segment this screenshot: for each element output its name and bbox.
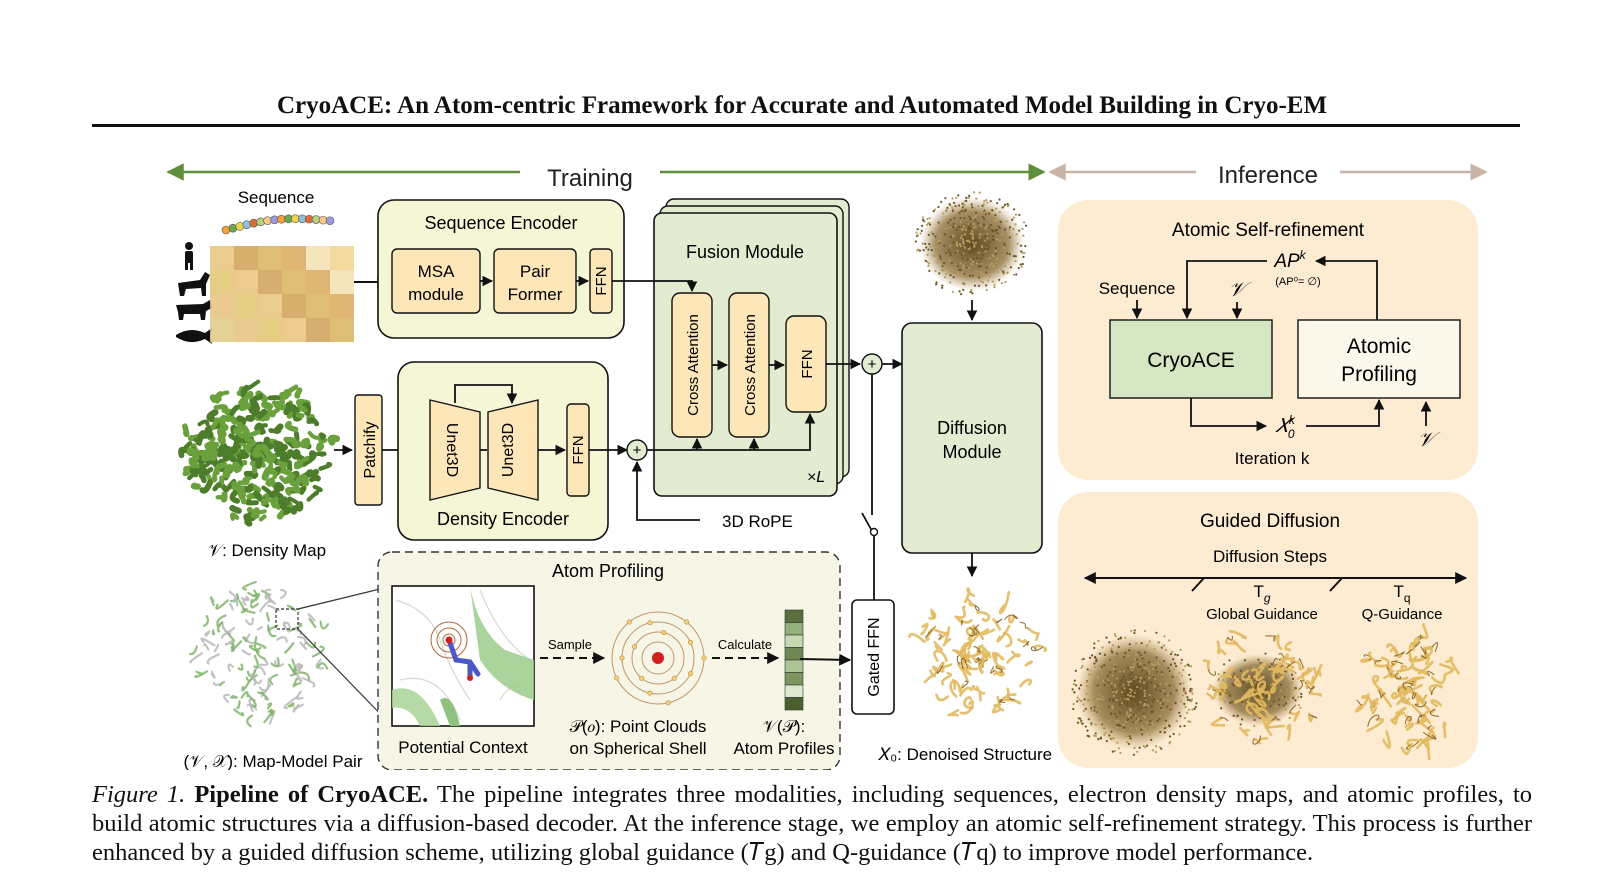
seq-ffn-label: FFN (593, 266, 610, 295)
rope-label: 3D RoPE (722, 512, 793, 531)
unet3d-label-1: Unet3D (443, 423, 460, 477)
calculate-label: Calculate (718, 637, 772, 652)
msa-label-1: MSA (418, 262, 456, 281)
diffusion-label-1: Diffusion (937, 418, 1007, 438)
fusion-ffn-label: FFN (799, 349, 816, 378)
atomic-profiling-label-2: Profiling (1341, 363, 1417, 386)
msa-grid (210, 246, 354, 342)
atom-profile-bar (784, 609, 804, 711)
gated-ffn-block (851, 599, 895, 715)
denoised-structure-image (908, 587, 1048, 717)
density-encoder: Unet3D Unet3D FFN Density Encoder (397, 361, 609, 541)
sequence-label: Sequence (238, 188, 315, 207)
density-map-image (178, 379, 341, 527)
tq-label: Tq (1393, 582, 1410, 605)
organism-icons (176, 242, 212, 344)
map-model-pair-label: (𝒱, 𝒳): Map-Model Pair (184, 752, 363, 770)
q-guidance-label: Q-Guidance (1362, 606, 1443, 623)
atom-profile-label-2: Atom Profiles (733, 739, 834, 758)
guided-diffusion-title: Guided Diffusion (1200, 511, 1340, 532)
potential-context-image (391, 585, 535, 727)
spherical-shell-image (611, 611, 707, 706)
inference-label: Inference (1218, 162, 1318, 189)
atomic-profiling-block (1297, 319, 1461, 399)
refine-sequence-label: Sequence (1099, 279, 1176, 298)
density-ffn-label: FFN (570, 435, 587, 464)
iteration-label: Iteration k (1235, 449, 1310, 468)
fusion-module: Fusion Module Cross Attention Cross Atte… (653, 198, 850, 497)
human-icon (185, 242, 193, 270)
sequence-encoder-title: Sequence Encoder (424, 213, 577, 233)
atom-profile-label-1: 𝒱(𝒫): (763, 717, 805, 736)
fusion-module-title: Fusion Module (686, 242, 804, 262)
sequence-beads (221, 214, 335, 235)
unet3d-block-1 (429, 399, 481, 501)
diffusion-steps-label: Diffusion Steps (1213, 547, 1327, 566)
caption-figure-number: Figure 1. (92, 781, 186, 808)
guided-diffusion-panel: Guided Diffusion Diffusion Steps Tg Glob… (1058, 492, 1478, 768)
atomic-profiling-label-1: Atomic (1347, 335, 1411, 358)
caption-line-3: is further enhanced by a guided diffusio… (92, 810, 1533, 866)
cow-icon (176, 300, 212, 320)
ap-init-label: (AP⁰= ∅) (1275, 276, 1320, 288)
msa-label-2: module (408, 285, 464, 304)
gated-switch (869, 527, 879, 537)
point-cloud-label-2: on Spherical Shell (569, 739, 706, 758)
patchify-label: Patchify (362, 422, 379, 479)
guided-intermediate-image (1202, 629, 1323, 745)
density-encoder-title: Density Encoder (437, 509, 569, 529)
pair-label-1: Pair (520, 262, 551, 281)
horse-icon (178, 272, 210, 296)
cryoace-label: CryoACE (1147, 349, 1235, 372)
guided-noise-image (1071, 629, 1198, 756)
cryoace-block (1109, 319, 1273, 399)
noise-cloud (914, 191, 1028, 296)
zoom-box (275, 608, 299, 630)
global-guidance-label: Global Guidance (1206, 606, 1318, 623)
denoised-label: 𝑋₀: Denoised Structure (878, 745, 1052, 764)
add-rope-symbol: + (633, 442, 642, 459)
unet3d-label-2: Unet3D (500, 423, 517, 477)
caption-line-1: The pipeline integrates three modalities… (436, 781, 1504, 808)
self-refinement-panel: Atomic Self-refinement APk (AP⁰= ∅) Sequ… (1058, 200, 1478, 480)
fish-icon (176, 328, 212, 344)
sequence-encoder: Sequence Encoder MSA module Pair Former … (377, 199, 625, 339)
pair-label-2: Former (508, 285, 563, 304)
atom-profiling-panel: Atom Profiling Potential Context Sample … (377, 551, 841, 770)
tg-label: Tg (1253, 582, 1270, 605)
training-label: Training (547, 165, 633, 192)
gated-ffn-label: Gated FFN (866, 617, 883, 696)
self-refinement-title: Atomic Self-refinement (1172, 220, 1365, 241)
density-map-label: 𝒱: Density Map (208, 541, 326, 560)
diffusion-module: Diffusion Module (901, 322, 1043, 554)
inference-arrow: Inference (1048, 162, 1488, 189)
fusion-add-symbol: + (868, 356, 877, 373)
page-title: CryoACE: An Atom-centric Framework for A… (276, 92, 1328, 119)
cross-attention-label-1: Cross Attention (685, 314, 702, 416)
guided-final-image (1355, 623, 1461, 761)
point-cloud-label-1: 𝒫(𝑜): Point Clouds (570, 717, 707, 736)
map-model-pair-image (189, 580, 330, 728)
title-rule (92, 124, 1520, 127)
figure-caption: Figure 1. Pipeline of CryoACE. The pipel… (92, 780, 1532, 867)
training-arrow: Training (166, 163, 1046, 192)
atom-profiling-title: Atom Profiling (552, 561, 664, 581)
cross-attention-label-2: Cross Attention (742, 314, 759, 416)
apk-label: APk (1273, 248, 1306, 272)
fusion-repeat-label: ×L (807, 469, 825, 486)
diffusion-label-2: Module (942, 442, 1001, 462)
potential-context-label: Potential Context (398, 738, 528, 757)
caption-heading: Pipeline of CryoACE. (194, 781, 429, 808)
unet3d-block-2 (487, 399, 539, 501)
pipeline-figure: Training Inference Sequence Sequence Enc… (166, 162, 1488, 770)
sample-label: Sample (548, 637, 592, 652)
caption-line-2: to build atomic structures via a diffusi… (92, 781, 1533, 837)
